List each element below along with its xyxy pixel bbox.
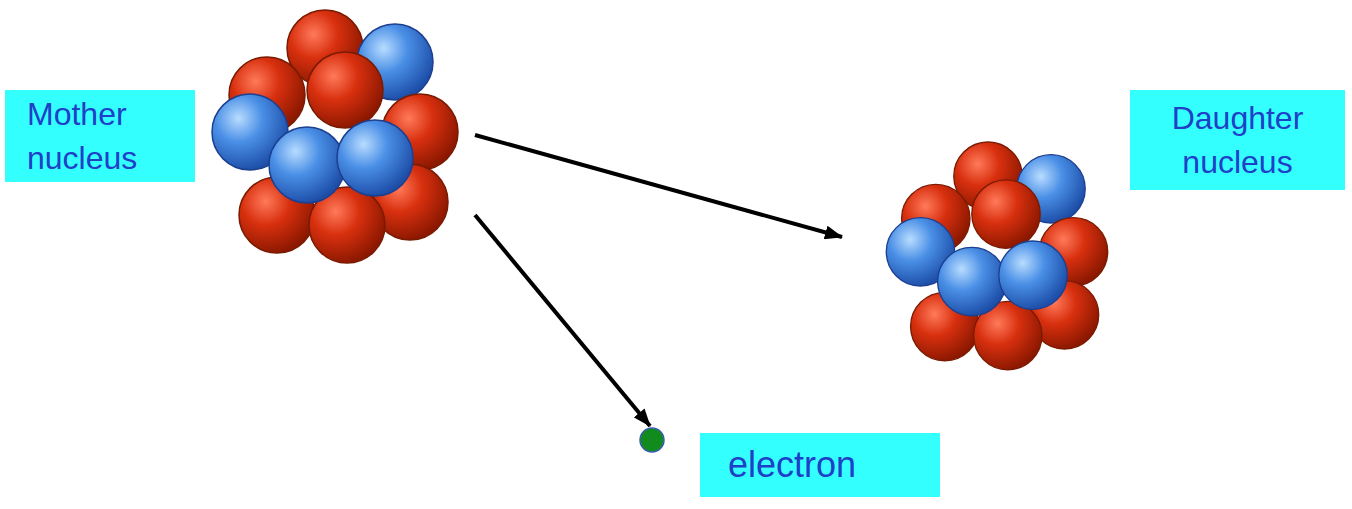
nucleus-node: Daughter nucleus — [842, 88, 1346, 373]
electron-dot — [640, 428, 664, 452]
mother-nucleus-figure — [212, 10, 458, 263]
arrow-connector — [475, 135, 842, 237]
particle-node: electron — [638, 426, 942, 500]
label-box: electron — [700, 433, 940, 497]
arrow-connector — [475, 215, 650, 426]
label-box: Daughter nucleus — [1130, 90, 1345, 190]
daughter-nucleus-figure — [886, 142, 1107, 370]
nucleus-node: Mother nucleus — [5, 8, 475, 270]
label-box: Mother nucleus — [5, 90, 195, 182]
